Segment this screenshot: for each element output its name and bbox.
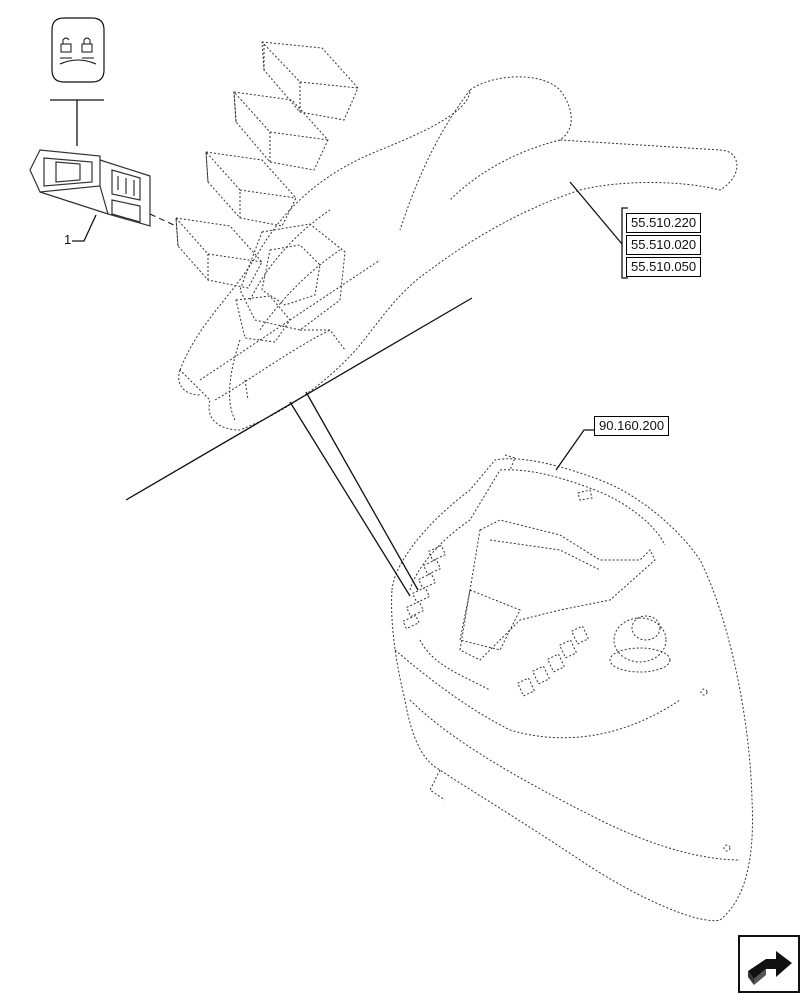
rocker-switch-part <box>29 149 151 227</box>
connector-cluster <box>235 223 346 351</box>
section-divider-line <box>125 297 473 501</box>
ref-harness-leader <box>569 181 623 245</box>
ref-group-bracket <box>621 207 628 279</box>
detail-callout-leader <box>289 391 419 597</box>
joystick <box>609 615 671 673</box>
reference-label-55-510-020[interactable]: 55.510.020 <box>626 235 702 255</box>
next-page-arrow-icon[interactable] <box>738 935 800 993</box>
item-1-leader <box>72 214 97 242</box>
connector-block-second <box>233 91 329 171</box>
wiring-harness-assembly <box>175 41 738 431</box>
connector-block-top <box>261 41 359 121</box>
lock-unlock-symbol-icon <box>51 17 105 83</box>
connector-block-third <box>205 151 297 227</box>
reference-label-55-510-050[interactable]: 55.510.050 <box>626 257 702 277</box>
switch-symbol-leader <box>50 99 104 146</box>
console-switch-row <box>516 625 590 697</box>
item-number-1: 1 <box>64 232 72 247</box>
connector-block-fourth <box>175 217 263 289</box>
reference-label-90-160-200[interactable]: 90.160.200 <box>594 416 670 436</box>
operator-console <box>391 454 753 922</box>
dashed-assembly-line <box>149 213 177 227</box>
ref-console-leader <box>555 429 594 471</box>
console-switch-column <box>402 544 447 630</box>
reference-label-55-510-220[interactable]: 55.510.220 <box>626 213 702 233</box>
